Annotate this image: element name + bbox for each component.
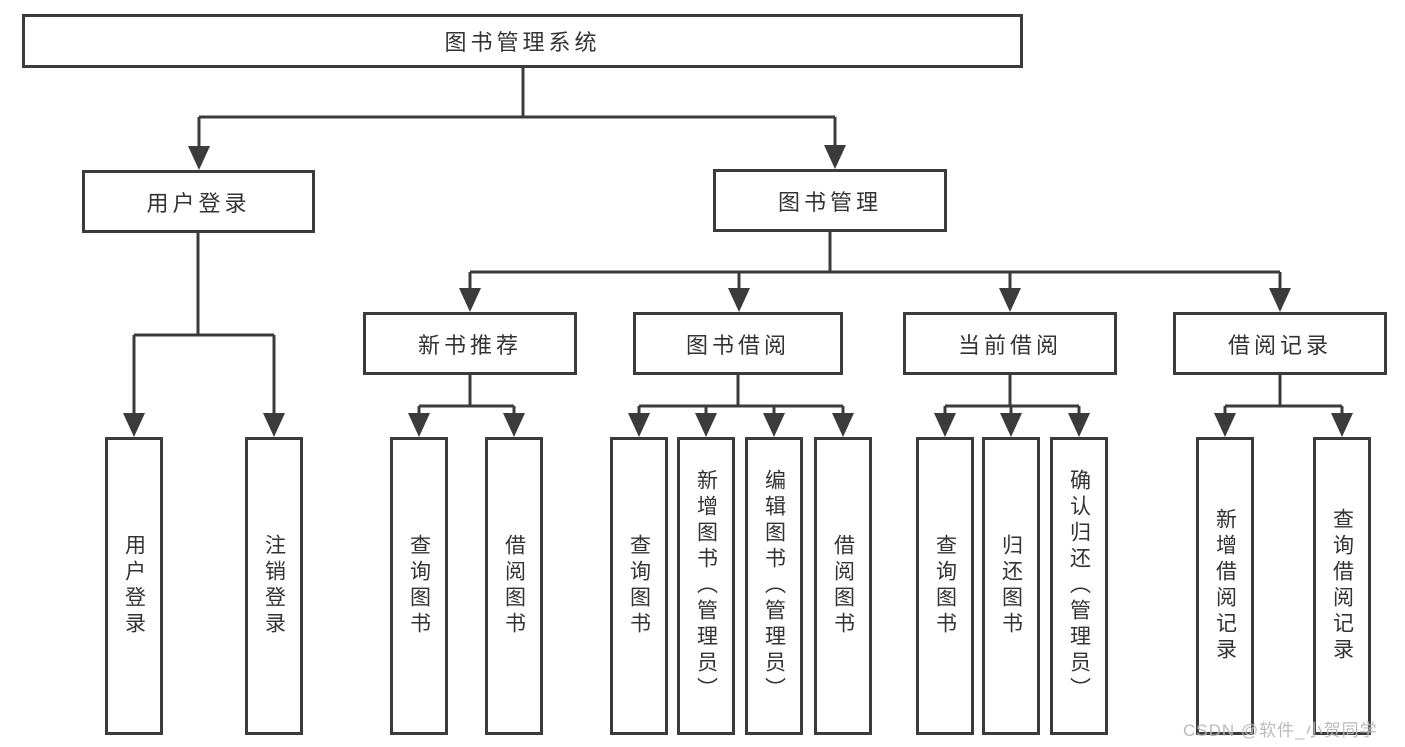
connector-new-book-recommend-to-leaves bbox=[408, 375, 525, 437]
leaf-add-book-admin-label: 新增图书（管理员） bbox=[694, 469, 718, 703]
node-user-login: 用户登录 bbox=[82, 170, 315, 233]
node-borrow-records: 借阅记录 bbox=[1173, 312, 1387, 375]
leaf-user-login: 用户登录 bbox=[105, 437, 163, 735]
leaf-borrow-book-label: 借阅图书 bbox=[831, 534, 855, 638]
leaf-recommend-borrow-books: 借阅图书 bbox=[485, 437, 543, 735]
connector-book-management-to-level3 bbox=[459, 232, 1291, 312]
leaf-confirm-return-admin-label: 确认归还（管理员） bbox=[1067, 469, 1091, 703]
node-book-borrow-label: 图书借阅 bbox=[685, 332, 790, 358]
csdn-watermark: CSDN @软件_小贺同学 bbox=[1183, 721, 1378, 740]
leaf-borrow-book: 借阅图书 bbox=[814, 437, 872, 735]
leaf-user-login-label: 用户登录 bbox=[122, 534, 146, 638]
node-current-borrow-label: 当前借阅 bbox=[957, 332, 1062, 358]
node-book-management: 图书管理 bbox=[713, 169, 947, 232]
leaf-add-borrow-record: 新增借阅记录 bbox=[1196, 437, 1254, 735]
node-root-library-system: 图书管理系统 bbox=[22, 14, 1023, 68]
connector-borrow-records-to-leaves bbox=[1214, 375, 1353, 437]
node-book-borrow: 图书借阅 bbox=[633, 312, 843, 375]
node-root-label: 图书管理系统 bbox=[444, 30, 601, 55]
leaf-logout: 注销登录 bbox=[245, 437, 303, 735]
connector-book-borrow-to-leaves bbox=[628, 375, 854, 437]
leaf-recommend-query-books-label: 查询图书 bbox=[407, 534, 431, 638]
leaf-edit-book-admin-label: 编辑图书（管理员） bbox=[762, 469, 786, 703]
leaf-confirm-return-admin: 确认归还（管理员） bbox=[1050, 437, 1108, 735]
leaf-query-borrow-record: 查询借阅记录 bbox=[1313, 437, 1371, 735]
node-borrow-records-label: 借阅记录 bbox=[1227, 332, 1332, 358]
leaf-current-query-books: 查询图书 bbox=[916, 437, 974, 735]
leaf-borrow-query-books: 查询图书 bbox=[610, 437, 668, 735]
node-new-book-recommend-label: 新书推荐 bbox=[417, 332, 522, 358]
leaf-logout-label: 注销登录 bbox=[262, 534, 286, 638]
connector-root-to-level2 bbox=[188, 68, 846, 170]
leaf-add-borrow-record-label: 新增借阅记录 bbox=[1213, 508, 1237, 664]
leaf-borrow-query-books-label: 查询图书 bbox=[627, 534, 651, 638]
connector-current-borrow-to-leaves bbox=[934, 375, 1090, 437]
node-book-management-label: 图书管理 bbox=[777, 189, 882, 215]
leaf-query-borrow-record-label: 查询借阅记录 bbox=[1330, 508, 1354, 664]
node-user-login-label: 用户登录 bbox=[146, 190, 251, 216]
leaf-return-book: 归还图书 bbox=[982, 437, 1040, 735]
connector-user-login-to-leaves bbox=[123, 233, 285, 437]
leaf-return-book-label: 归还图书 bbox=[999, 534, 1023, 638]
leaf-current-query-books-label: 查询图书 bbox=[933, 534, 957, 638]
leaf-recommend-query-books: 查询图书 bbox=[390, 437, 448, 735]
leaf-recommend-borrow-books-label: 借阅图书 bbox=[502, 534, 526, 638]
leaf-add-book-admin: 新增图书（管理员） bbox=[677, 437, 735, 735]
node-current-borrow: 当前借阅 bbox=[903, 312, 1117, 375]
leaf-edit-book-admin: 编辑图书（管理员） bbox=[745, 437, 803, 735]
node-new-book-recommend: 新书推荐 bbox=[363, 312, 577, 375]
